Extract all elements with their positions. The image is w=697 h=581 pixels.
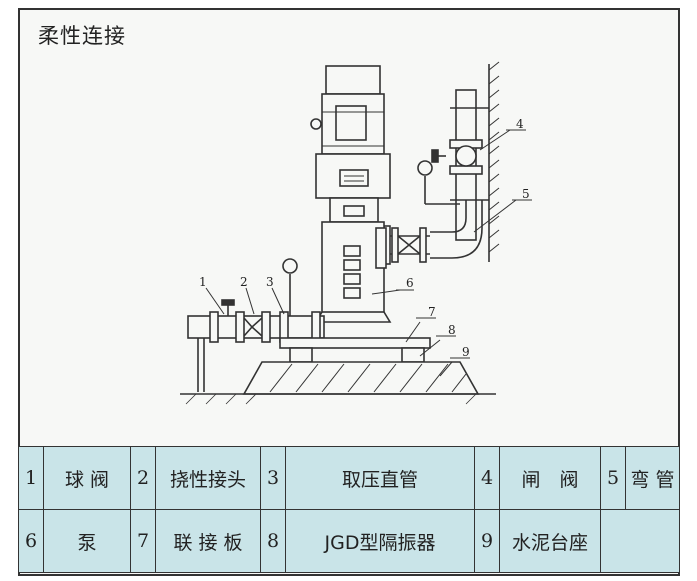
- legend-row: 6 泵 7 联 接 板 8 JGD型隔振器 9 水泥台座: [18, 509, 680, 573]
- legend-name: 水泥台座: [499, 509, 601, 573]
- legend-number: 5: [600, 446, 626, 510]
- legend-name: 挠性接头: [155, 446, 261, 510]
- wall: [488, 61, 500, 262]
- inlet-pressure-gauge: [282, 258, 298, 316]
- legend-name: 弯 管: [625, 446, 680, 510]
- callout-2: 2: [240, 275, 248, 289]
- parts-legend-table: 1 球 阀 2 挠性接头 3 取压直管 4 闸 阀 5 弯 管 6 泵 7 联 …: [18, 446, 680, 573]
- legend-row: 1 球 阀 2 挠性接头 3 取压直管 4 闸 阀 5 弯 管: [18, 446, 680, 510]
- callout-7: 7: [428, 305, 436, 319]
- riser-pipe: [431, 89, 489, 241]
- legend-number: 3: [260, 446, 286, 510]
- legend-number: 2: [130, 446, 156, 510]
- callout-5: 5: [522, 187, 530, 201]
- legend-number: 1: [18, 446, 44, 510]
- callout-9: 9: [462, 345, 470, 359]
- legend-number: 6: [18, 509, 44, 573]
- base-plate: [279, 337, 431, 363]
- legend-name: 取压直管: [285, 446, 475, 510]
- diagram-title: 柔性连接: [38, 24, 126, 48]
- legend-number: 4: [474, 446, 500, 510]
- legend-empty-cell: [600, 509, 680, 573]
- motor: [310, 65, 391, 223]
- legend-name: 球 阀: [43, 446, 131, 510]
- elbow-pipe: [430, 200, 483, 259]
- callout-1: 1: [199, 275, 207, 289]
- pump-body: [314, 221, 392, 323]
- legend-name: 联 接 板: [155, 509, 261, 573]
- concrete-base: [180, 361, 496, 405]
- callout-4: 4: [516, 117, 524, 131]
- outlet-pressure-gauge: [417, 160, 460, 205]
- legend-number: 9: [474, 509, 500, 573]
- callout-6: 6: [406, 276, 414, 290]
- legend-name: JGD型隔振器: [285, 509, 475, 573]
- outlet-pipe: [380, 225, 430, 265]
- legend-number: 8: [260, 509, 286, 573]
- leader-lines: [205, 129, 532, 377]
- inlet-pipe: [187, 299, 325, 392]
- legend-name: 泵: [43, 509, 131, 573]
- legend-number: 7: [130, 509, 156, 573]
- callout-8: 8: [448, 323, 456, 337]
- callout-3: 3: [266, 275, 274, 289]
- legend-name: 闸 阀: [499, 446, 601, 510]
